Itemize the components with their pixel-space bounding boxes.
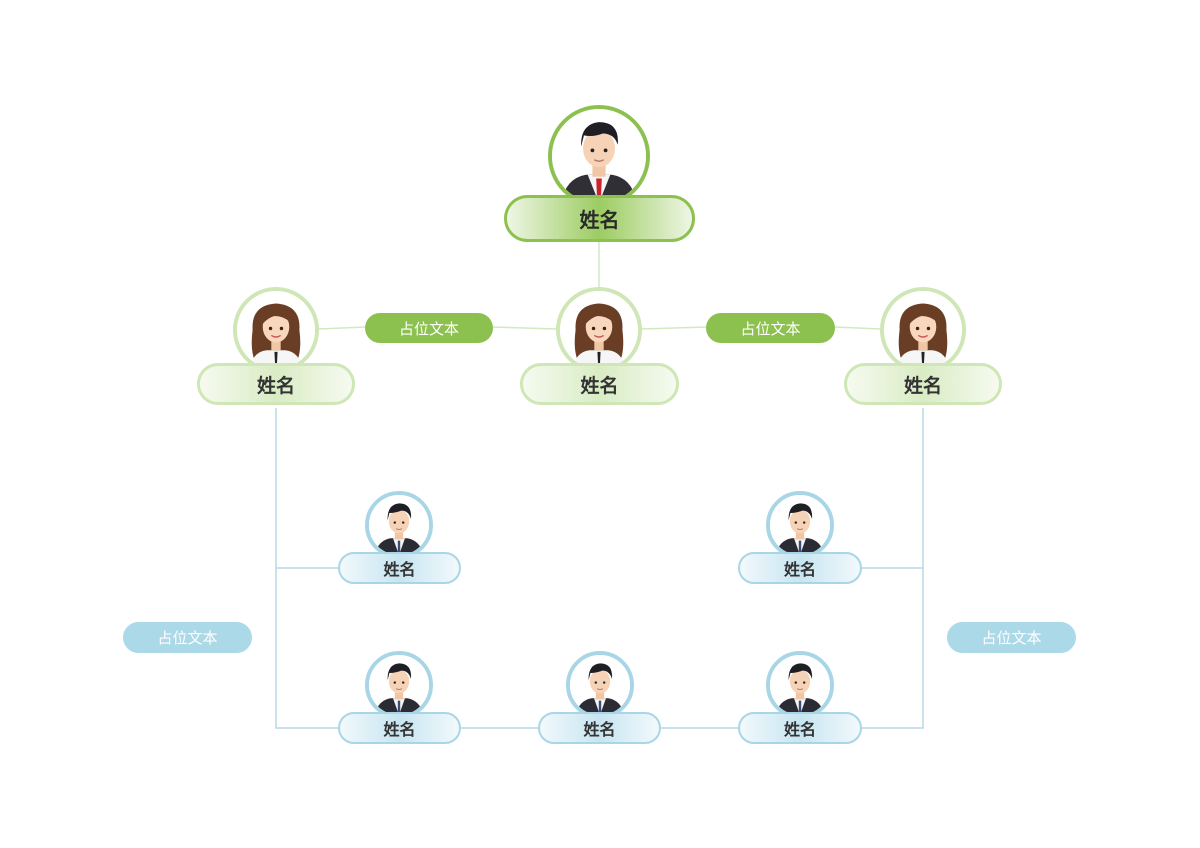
side-tag-right-text: 占位文本 — [981, 629, 1042, 647]
side-tag-left-text: 占位文本 — [157, 629, 218, 647]
lower-4-name: 姓名 — [583, 720, 616, 739]
man-avatar-icon — [548, 105, 650, 207]
middle-right-name: 姓名 — [903, 374, 942, 397]
connector-center-to-tag — [640, 326, 708, 330]
root-name-pill[interactable]: 姓名 — [504, 195, 695, 242]
connector-tag-to-right — [833, 326, 882, 330]
side-tag-left[interactable]: 占位文本 — [123, 622, 252, 653]
connector-left-branch — [275, 408, 338, 729]
man-avatar-icon — [766, 651, 834, 719]
lower-2-name: 姓名 — [783, 560, 816, 579]
lower-3-name: 姓名 — [383, 720, 416, 739]
middle-left-name-pill[interactable]: 姓名 — [197, 363, 355, 405]
lower-5-name: 姓名 — [783, 720, 816, 739]
middle-center-name-pill[interactable]: 姓名 — [520, 363, 679, 405]
root-name: 姓名 — [579, 208, 620, 232]
man-avatar-icon — [365, 491, 433, 559]
lower-5-name-pill[interactable]: 姓名 — [738, 712, 862, 744]
connector-left-to-tag — [317, 326, 367, 330]
connector-right-branch — [862, 408, 924, 729]
man-avatar-icon — [566, 651, 634, 719]
lower-3-name-pill[interactable]: 姓名 — [338, 712, 461, 744]
lower-1-name: 姓名 — [383, 560, 416, 579]
middle-right-name-pill[interactable]: 姓名 — [844, 363, 1002, 405]
woman-avatar-icon — [556, 287, 642, 373]
middle-left-name: 姓名 — [256, 374, 295, 397]
middle-center-name: 姓名 — [580, 374, 619, 397]
man-avatar-icon — [365, 651, 433, 719]
relation-tag-left-text: 占位文本 — [398, 319, 459, 338]
lower-1-name-pill[interactable]: 姓名 — [338, 552, 461, 584]
relation-tag-left[interactable]: 占位文本 — [365, 313, 493, 343]
lower-4-name-pill[interactable]: 姓名 — [538, 712, 661, 744]
relation-tag-right-text: 占位文本 — [740, 319, 801, 338]
woman-avatar-icon — [880, 287, 966, 373]
relation-tag-right[interactable]: 占位文本 — [706, 313, 835, 343]
man-avatar-icon — [766, 491, 834, 559]
lower-2-name-pill[interactable]: 姓名 — [738, 552, 862, 584]
connector-tag-to-center — [491, 326, 558, 330]
side-tag-right[interactable]: 占位文本 — [947, 622, 1076, 653]
woman-avatar-icon — [233, 287, 319, 373]
